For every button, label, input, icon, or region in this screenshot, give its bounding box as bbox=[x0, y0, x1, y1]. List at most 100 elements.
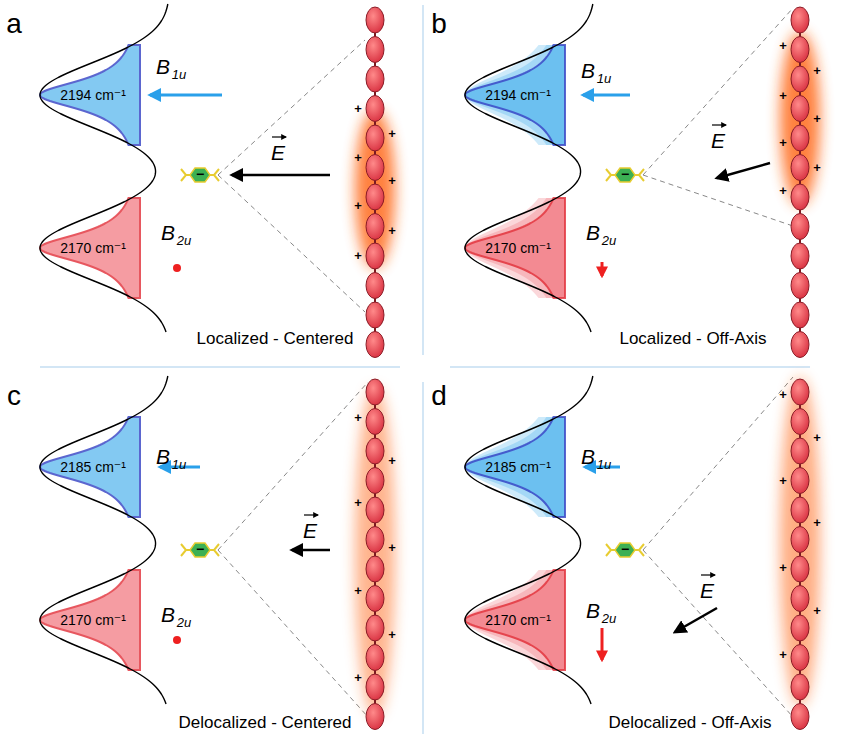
charge-sign: − bbox=[196, 167, 204, 181]
panel-caption: Localized - Centered bbox=[194, 329, 357, 348]
mode-subscript: 2u bbox=[177, 234, 191, 247]
charge-sign: + bbox=[813, 431, 821, 444]
field-symbol: E bbox=[700, 580, 714, 601]
charge-sign: + bbox=[813, 161, 821, 174]
charge-sign: + bbox=[388, 174, 396, 187]
field-arrow bbox=[292, 549, 330, 552]
chain-bead bbox=[791, 66, 809, 92]
charge-sign: − bbox=[196, 542, 204, 556]
guide-line bbox=[643, 550, 793, 717]
chain-bead bbox=[791, 468, 809, 494]
field-arrow bbox=[675, 608, 717, 632]
panel-divider bbox=[40, 366, 400, 368]
panel-illustration bbox=[465, 4, 820, 358]
chain-bead bbox=[366, 527, 384, 553]
absorption-peak bbox=[40, 45, 140, 145]
charge-sign: − bbox=[621, 167, 629, 181]
mode-subscript: 2u bbox=[177, 616, 191, 629]
chain-bead bbox=[366, 468, 384, 494]
absorption-peak bbox=[465, 417, 565, 517]
chain-bead bbox=[791, 37, 809, 63]
mode-subscript: 1u bbox=[597, 458, 611, 471]
frequency-label: 2170 cm⁻¹ bbox=[60, 613, 126, 627]
absorption-peak bbox=[465, 45, 565, 145]
guide-line bbox=[218, 382, 368, 550]
charge-glow bbox=[780, 32, 820, 205]
absorption-peak bbox=[465, 570, 565, 670]
mode-subscript: 2u bbox=[602, 234, 616, 247]
guide-line bbox=[643, 377, 793, 550]
mode-arrow bbox=[601, 262, 604, 276]
mode-arrow bbox=[601, 628, 604, 660]
spectrum-envelope bbox=[40, 376, 168, 704]
charge-sign: + bbox=[779, 648, 787, 661]
chain-bead bbox=[366, 37, 384, 63]
panel-divider bbox=[422, 382, 424, 734]
chain-bead bbox=[791, 527, 809, 553]
chain-bead bbox=[791, 615, 809, 641]
panel-divider bbox=[450, 366, 810, 368]
charge-sign: + bbox=[813, 516, 821, 529]
chain-bead bbox=[791, 674, 809, 700]
mode-symbol: B bbox=[586, 222, 600, 243]
mode-symbol: B bbox=[156, 446, 170, 467]
mode-subscript: 2u bbox=[602, 612, 616, 625]
guide-line bbox=[218, 175, 365, 312]
charge-sign: + bbox=[779, 89, 787, 102]
chain-bead bbox=[791, 438, 809, 464]
chain-bead bbox=[366, 155, 384, 181]
chain-bead bbox=[366, 302, 384, 328]
chain-bead bbox=[366, 96, 384, 122]
chain-bead bbox=[791, 497, 809, 523]
chain-bead bbox=[366, 332, 384, 358]
chain-bead bbox=[366, 409, 384, 435]
chain-bead bbox=[791, 155, 809, 181]
chain-bead bbox=[366, 214, 384, 240]
chain-bead bbox=[366, 704, 384, 730]
chain-bead bbox=[791, 184, 809, 210]
charge-glow bbox=[355, 387, 395, 717]
charge-sign: + bbox=[388, 541, 396, 554]
frequency-label: 2194 cm⁻¹ bbox=[60, 88, 126, 102]
panel-caption: Delocalized - Centered bbox=[176, 713, 355, 732]
panel-letter: d bbox=[431, 382, 447, 410]
chain-bead bbox=[791, 273, 809, 299]
mode-subscript: 1u bbox=[172, 458, 186, 471]
absorption-peak bbox=[40, 198, 140, 298]
frequency-label: 2185 cm⁻¹ bbox=[485, 460, 551, 474]
field-arrow bbox=[717, 163, 770, 178]
field-symbol: E bbox=[303, 520, 317, 541]
mode-arrow bbox=[583, 94, 630, 97]
frequency-label: 2170 cm⁻¹ bbox=[485, 241, 551, 255]
guide-line bbox=[643, 8, 793, 175]
field-arrow bbox=[232, 174, 330, 177]
panel-letter: b bbox=[431, 10, 447, 38]
chain-bead bbox=[791, 586, 809, 612]
panel-letter: c bbox=[7, 382, 21, 410]
chain-bead bbox=[791, 704, 809, 730]
chain-bead bbox=[366, 586, 384, 612]
charge-sign: + bbox=[354, 151, 362, 164]
mode-symbol: B bbox=[581, 60, 595, 81]
panel-illustration bbox=[465, 376, 820, 730]
vector-accent bbox=[712, 124, 726, 125]
charge-sign: − bbox=[621, 542, 629, 556]
charge-sign: + bbox=[354, 199, 362, 212]
guide-line bbox=[218, 550, 368, 717]
chain-bead bbox=[366, 243, 384, 269]
mode-arrow bbox=[150, 94, 222, 97]
charge-sign: + bbox=[779, 39, 787, 52]
charge-sign: + bbox=[813, 112, 821, 125]
chain-bead bbox=[791, 214, 809, 240]
charge-sign: + bbox=[779, 474, 787, 487]
spectrum-envelope bbox=[40, 4, 168, 332]
mode-symbol: B bbox=[586, 600, 600, 621]
chain-bead bbox=[366, 379, 384, 405]
vector-accent bbox=[701, 574, 715, 575]
chain-bead bbox=[366, 556, 384, 582]
vector-accent bbox=[304, 514, 318, 515]
field-symbol: E bbox=[711, 130, 725, 151]
chain-bead bbox=[366, 674, 384, 700]
